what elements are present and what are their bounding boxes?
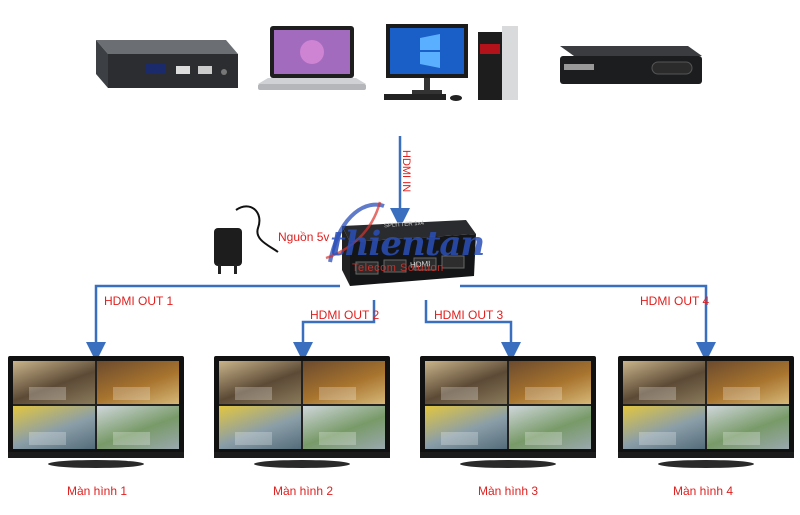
camera-view	[707, 361, 789, 404]
monitor-stand	[48, 460, 144, 468]
hdmi-out-4-line	[460, 284, 716, 362]
camera-view	[303, 361, 385, 404]
monitor-stand	[658, 460, 754, 468]
monitor-3-label: Màn hình 3	[477, 484, 539, 498]
monitor-1-label: Màn hình 1	[66, 484, 128, 498]
camera-view	[707, 406, 789, 449]
camera-view	[509, 406, 591, 449]
camera-view	[303, 406, 385, 449]
monitor-1	[8, 356, 184, 476]
monitor-4-label: Màn hình 4	[672, 484, 734, 498]
camera-view	[97, 361, 179, 404]
dvr-recorder-icon	[560, 46, 702, 84]
hdmi-splitter-device	[342, 220, 476, 286]
monitor-screen	[623, 361, 789, 449]
power-adapter-icon	[214, 205, 279, 274]
hdmi-out-3-line	[424, 300, 521, 362]
camera-view	[219, 361, 301, 404]
camera-view	[425, 361, 507, 404]
camera-view	[509, 361, 591, 404]
hdmi-out-1-line	[86, 284, 340, 362]
monitor-screen	[13, 361, 179, 449]
hdmi-out-3-label: HDMI OUT 3	[434, 308, 504, 322]
hdmi-out-4-label: HDMI OUT 4	[640, 294, 710, 308]
monitor-stand	[460, 460, 556, 468]
monitor-stand	[254, 460, 350, 468]
hdmi-in-label: HDMI IN	[400, 150, 412, 193]
logo-wordmark: thientan	[330, 224, 485, 264]
camera-view	[425, 406, 507, 449]
desktop-pc-icon	[384, 24, 518, 101]
hdmi-out-2-label: HDMI OUT 2	[310, 308, 380, 322]
camera-view	[623, 361, 705, 404]
camera-view	[13, 361, 95, 404]
monitor-2-label: Màn hình 2	[272, 484, 334, 498]
laptop-icon	[258, 26, 366, 90]
power-label: Nguồn 5v	[278, 230, 330, 244]
nvr-recorder-icon	[96, 40, 238, 88]
monitor-3	[420, 356, 596, 476]
monitor-screen	[219, 361, 385, 449]
hdmi-out-2-line	[293, 300, 376, 362]
camera-view	[97, 406, 179, 449]
monitor-4	[618, 356, 794, 476]
camera-view	[623, 406, 705, 449]
logo-swoosh-icon	[325, 201, 385, 263]
hdmi-out-1-label: HDMI OUT 1	[104, 294, 174, 308]
camera-view	[219, 406, 301, 449]
camera-view	[13, 406, 95, 449]
monitor-screen	[425, 361, 591, 449]
logo-tagline: Telecom Solution	[352, 262, 444, 274]
monitor-2	[214, 356, 390, 476]
